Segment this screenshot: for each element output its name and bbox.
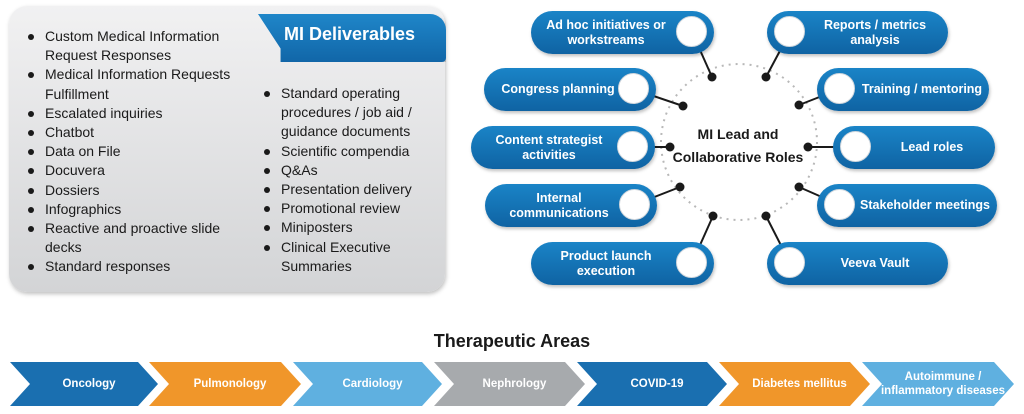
deliverable-left-item: Standard responses (26, 257, 260, 276)
therapeutic-area-chevron: COVID-19 (577, 362, 727, 406)
role-label: Veeva Vault (840, 256, 910, 270)
role-icon-circle (676, 247, 707, 278)
therapeutic-area-label: Nephrology (482, 378, 547, 390)
therapeutic-area-chevron: Nephrology (434, 362, 585, 406)
deliverable-left-item: Infographics (26, 200, 260, 219)
deliverable-right-item: Scientific compendia (262, 142, 442, 161)
role-label: Congress planning (501, 82, 615, 96)
role-pill-right: Stakeholder meetings (817, 184, 997, 227)
role-icon-circle (618, 73, 649, 104)
role-icon-circle (676, 16, 707, 47)
connector-dot (794, 100, 804, 110)
deliverables-list-left: Custom Medical Information Request Respo… (26, 27, 260, 277)
deliverables-title: MI Deliverables (284, 24, 416, 44)
connector-dot (665, 142, 675, 152)
role-pill-left: Congress planning (484, 68, 656, 111)
deliverable-right-item: Presentation delivery (262, 180, 442, 199)
deliverable-left-item: Chatbot (26, 123, 260, 142)
therapeutic-area-chevron: Cardiology (293, 362, 442, 406)
deliverable-left-item: Docuvera (26, 161, 260, 180)
deliverable-right-item: Standard operating procedures / job aid … (262, 84, 442, 142)
deliverable-left-item: Data on File (26, 142, 260, 161)
therapeutic-area-chevron: Oncology (10, 362, 158, 406)
therapeutic-areas-row: Oncology Pulmonology Cardiology Nephrology C… (0, 362, 1024, 406)
role-label: Stakeholder meetings (860, 198, 990, 212)
role-pill-right: Training / mentoring (817, 68, 989, 111)
role-pill-left: Content strategist activities (471, 126, 655, 169)
connector-dot (708, 211, 718, 221)
role-pill-left: Product launch execution (531, 242, 714, 285)
role-icon-circle (840, 131, 871, 162)
therapeutic-areas-title: Therapeutic Areas (433, 331, 591, 351)
deliverable-left-item: Dossiers (26, 181, 260, 200)
deliverable-right-item: Q&As (262, 161, 442, 180)
role-label: Content strategist activities (495, 132, 603, 162)
role-icon-circle (617, 131, 648, 162)
connector-dot (794, 182, 804, 192)
deliverable-left-item: Medical Information Requests Fulfillment (26, 65, 260, 103)
deliverable-left-item: Reactive and proactive slide decks (26, 219, 260, 257)
deliverables-list-right: Standard operating procedures / job aid … (262, 84, 442, 276)
deliverable-left-item: Escalated inquiries (26, 104, 260, 123)
therapeutic-area-label: Cardiology (342, 378, 403, 390)
role-label: Ad hoc initiatives or workstreams (546, 17, 666, 47)
connector-dot (675, 182, 685, 192)
deliverable-left-item: Custom Medical Information Request Respo… (26, 27, 260, 65)
therapeutic-area-chevron: Diabetes mellitus (719, 362, 870, 406)
role-icon-circle (774, 16, 805, 47)
connector-dot (761, 211, 771, 221)
deliverable-right-item: Promotional review (262, 199, 442, 218)
role-label: Reports / metrics analysis (823, 17, 927, 47)
roles-center-label: MI Lead and Collaborative Roles (672, 126, 804, 165)
role-label: Training / mentoring (861, 82, 983, 96)
therapeutic-area-label: Oncology (62, 378, 116, 390)
therapeutic-area-label: COVID-19 (630, 378, 684, 390)
therapeutic-area-label: Diabetes mellitus (752, 378, 847, 390)
deliverables-header-tab (258, 14, 446, 62)
role-icon-circle (824, 189, 855, 220)
therapeutic-area-chevron: Autoimmune / inflammatory diseases (862, 362, 1014, 406)
role-pill-left: Ad hoc initiatives or workstreams (531, 11, 714, 54)
connector-dot (678, 101, 688, 111)
therapeutic-area-label: Pulmonology (193, 378, 267, 390)
center-dotted-ring (660, 63, 818, 221)
therapeutic-area-label: Autoimmune / inflammatory diseases (880, 371, 1005, 397)
role-pill-right: Lead roles (833, 126, 995, 169)
connector-dot (803, 142, 813, 152)
connector-dot (707, 72, 717, 82)
therapeutic-area-chevron: Pulmonology (149, 362, 301, 406)
role-pill-right: Reports / metrics analysis (767, 11, 948, 54)
connector-dot (761, 72, 771, 82)
role-pill-right: Veeva Vault (767, 242, 948, 285)
role-icon-circle (824, 73, 855, 104)
role-icon-circle (774, 247, 805, 278)
deliverable-right-item: Clinical Executive Summaries (262, 238, 442, 276)
role-icon-circle (619, 189, 650, 220)
role-label: Product launch execution (560, 248, 652, 278)
deliverable-right-item: Miniposters (262, 218, 442, 237)
role-label: Internal communications (509, 190, 609, 220)
role-label: Lead roles (900, 140, 964, 154)
role-pill-left: Internal communications (485, 184, 657, 227)
